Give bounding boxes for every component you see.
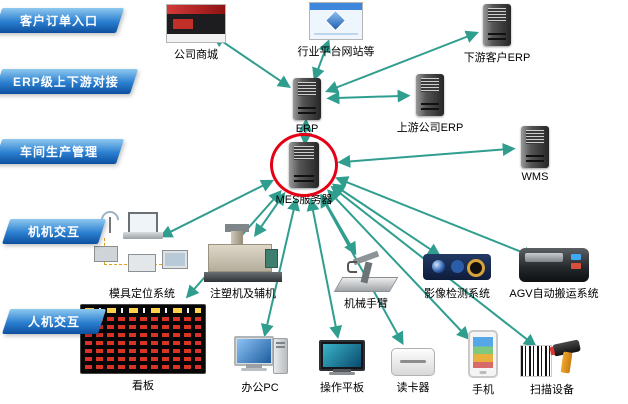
banner-workshop-production: 车间生产管理 (0, 139, 125, 164)
node-upstream-erp: 上游公司ERP (390, 74, 470, 135)
node-label: WMS (521, 171, 549, 183)
banner-erp-updown-link: ERP级上下游对接 (0, 69, 139, 94)
highlight-circle (270, 133, 338, 197)
node-label: 模具定位系统 (109, 288, 175, 300)
banner-label: 车间生产管理 (20, 145, 99, 159)
pc-tower-icon (273, 338, 288, 374)
node-injection-machine: 注塑机及辅机 (200, 224, 286, 301)
laptop-icon (128, 212, 158, 234)
node-label: 上游公司ERP (396, 122, 464, 134)
node-label: 看板 (132, 380, 154, 392)
rfid-reader-box (94, 246, 118, 262)
node-label: 公司商城 (174, 49, 218, 61)
banner-customer-order-entry: 客户订单入口 (0, 8, 125, 33)
banner-machine-interaction: 机机交互 (2, 219, 107, 244)
monitor-stand (241, 364, 267, 371)
smartphone-icon (468, 330, 498, 378)
node-label: 扫描设备 (530, 384, 574, 396)
rfid-device-box (128, 254, 156, 272)
banner-label: ERP级上下游对接 (13, 75, 119, 89)
server-icon (416, 74, 444, 116)
node-label: 机械手臂 (344, 298, 388, 310)
node-label: 行业平台网站等 (297, 46, 375, 58)
machine-panel (265, 249, 278, 268)
camera-box-icon (423, 252, 491, 282)
node-mold-positioning: 模具定位系统 (90, 210, 194, 301)
banner-label: 人机交互 (28, 315, 81, 329)
scanner-gun-handle (560, 351, 573, 374)
monitor-stand (329, 369, 355, 375)
banner-human-interaction: 人机交互 (2, 309, 107, 334)
barcode-icon (520, 345, 552, 377)
node-label: 操作平板 (320, 382, 364, 394)
website-thumbnail-icon (309, 2, 363, 40)
rfid-cluster-icon (92, 210, 192, 282)
node-erp: ERP (277, 78, 337, 135)
node-mes-server: MES服务器 (270, 133, 338, 207)
server-icon (483, 4, 511, 46)
desktop-pc-icon (232, 336, 288, 376)
node-industry-platform: 行业平台网站等 (296, 2, 376, 59)
node-office-pc: 办公PC (228, 336, 292, 395)
reader-box-icon (391, 348, 435, 376)
node-label: 手机 (472, 384, 494, 396)
banner-label: 客户订单入口 (20, 14, 99, 28)
node-company-mall: 公司商城 (160, 4, 232, 62)
node-label: 办公PC (241, 382, 279, 394)
node-card-reader: 读卡器 (384, 348, 442, 395)
monitor-icon (234, 336, 274, 366)
node-robot-arm: 机械手臂 (330, 250, 402, 311)
small-monitor-icon (162, 250, 188, 269)
arm-claw (347, 261, 357, 273)
antenna-icon (100, 212, 120, 234)
node-wms: WMS (504, 126, 566, 183)
node-label: 下游客户ERP (463, 52, 531, 64)
screen (319, 340, 365, 371)
node-label: AGV自动搬运系统 (509, 288, 599, 300)
website-thumbnail-icon (166, 4, 226, 43)
robot-arm-icon (333, 250, 399, 292)
server-icon (293, 78, 321, 120)
node-agv: AGV自动搬运系统 (504, 248, 604, 301)
machine-body (208, 244, 272, 272)
agv-icon (519, 248, 589, 282)
web-content-block (173, 19, 193, 29)
barcode-scanner-icon (520, 339, 584, 378)
injection-machine-icon (204, 224, 282, 282)
server-icon (521, 126, 549, 168)
node-label: 读卡器 (396, 382, 430, 394)
banner-label: 机机交互 (28, 225, 81, 239)
node-scanner: 扫描设备 (514, 339, 590, 397)
node-label: 影像检测系统 (424, 288, 490, 300)
laptop-base (123, 232, 163, 239)
monitor-icon (319, 340, 365, 376)
node-label: 注塑机及辅机 (210, 288, 276, 300)
node-vision-inspection: 影像检测系统 (414, 252, 500, 301)
node-downstream-erp: 下游客户ERP (458, 4, 536, 65)
node-phone: 手机 (460, 330, 506, 397)
node-operation-tablet: 操作平板 (312, 340, 372, 395)
machine-base (204, 272, 282, 282)
